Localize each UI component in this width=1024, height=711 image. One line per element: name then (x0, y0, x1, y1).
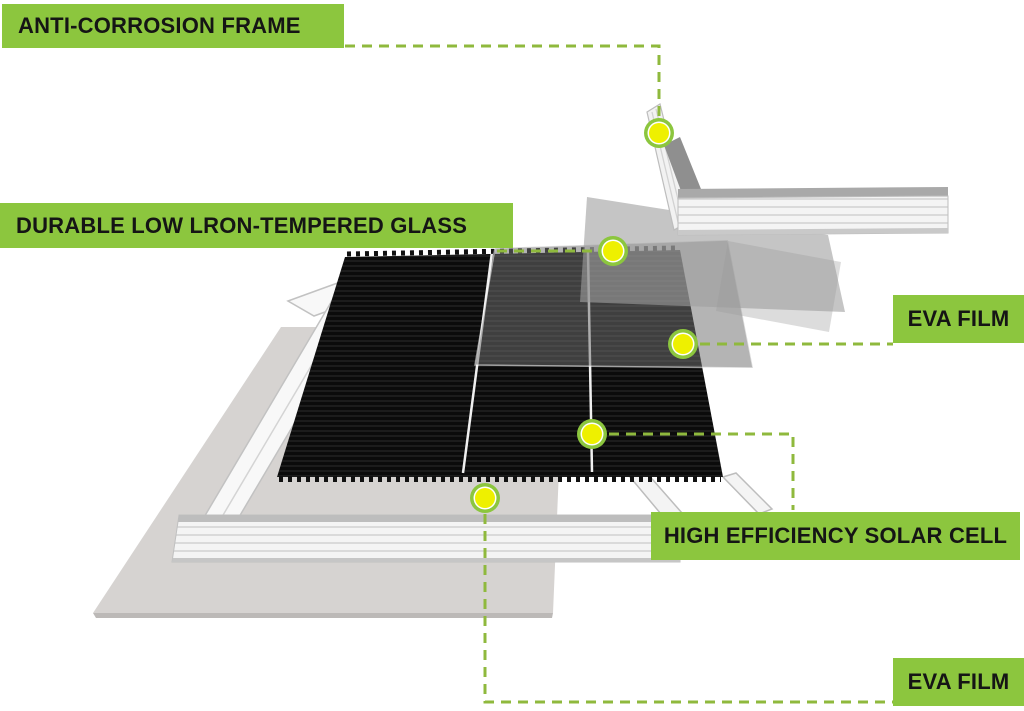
connector-lines (328, 44, 893, 704)
callout-tempered-glass: DURABLE LOW LRON-TEMPERED GLASS (0, 203, 513, 248)
marker-eva-bottom (470, 483, 500, 513)
eva-film-sheet (580, 197, 845, 312)
callout-solar-cell: HIGH EFFICIENCY SOLAR CELL (651, 512, 1020, 560)
marker-dots (470, 118, 698, 513)
connector-frame (328, 44, 661, 118)
marker-eva-top (668, 329, 698, 359)
eva-film-sheet-2 (716, 241, 841, 332)
backsheet-edge (93, 613, 553, 618)
marker-glass (598, 236, 628, 266)
corner-rail-top-face (678, 187, 948, 198)
frame-corner-piece (646, 103, 949, 236)
corner-inner-face (664, 137, 703, 199)
connector-eva-bottom (483, 514, 893, 704)
callout-eva-film-top: EVA FILM (893, 295, 1024, 343)
frame-right-rail-2 (721, 472, 774, 515)
frame-front-rail (171, 514, 681, 563)
callout-eva-film-bottom: EVA FILM (893, 658, 1024, 706)
callout-anti-corrosion-frame: ANTI-CORROSION FRAME (2, 4, 344, 48)
marker-frame (644, 118, 674, 148)
marker-cell (577, 419, 607, 449)
